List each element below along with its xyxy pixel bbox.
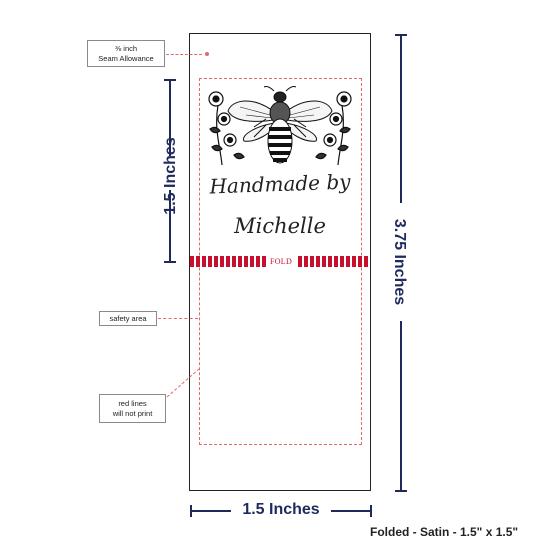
bottom-width-label: 1.5 Inches: [242, 501, 320, 518]
will-not-print-text: will not print: [112, 408, 153, 418]
fold-label: FOLD: [266, 256, 296, 267]
safety-area-callout: safety area: [99, 311, 157, 326]
red-lines-leader: [166, 368, 200, 398]
seam-allowance-text: Seam Allowance: [98, 53, 154, 63]
seam-callout-leader: [166, 54, 202, 55]
left-dimension-line: [164, 79, 176, 263]
right-height-label: 3.75 Inches: [391, 218, 408, 306]
left-height-label: 1.5 Inches: [162, 137, 179, 215]
right-dimension-line: [395, 34, 407, 492]
product-caption: Folded - Satin - 1.5" x 1.5": [370, 525, 519, 539]
bee-illustration: [208, 86, 352, 166]
red-lines-text: red lines: [118, 398, 147, 408]
seam-callout-dot: [205, 52, 209, 56]
seam-allowance-callout: ⅜ inch Seam Allowance: [87, 40, 165, 67]
maker-name-text: Michelle: [234, 214, 326, 238]
red-lines-callout: red lines will not print: [99, 394, 166, 423]
bottom-dimension-line: [190, 505, 372, 517]
seam-allowance-size: ⅜ inch: [114, 43, 138, 53]
safety-callout-leader: [158, 318, 198, 319]
